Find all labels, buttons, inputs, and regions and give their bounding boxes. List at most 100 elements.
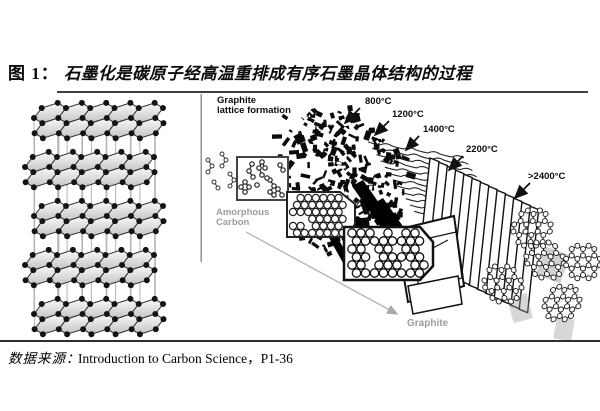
carbon-atom-dot	[136, 135, 143, 142]
carbon-atom-dot	[31, 130, 38, 137]
carbon-atom-dot	[78, 252, 85, 258]
carbon-atom-dot	[31, 326, 38, 333]
carbon-atom-dot	[143, 262, 150, 268]
carbon-atom-dot	[151, 169, 158, 176]
carbon-atom-dot	[104, 130, 111, 137]
carbon-atom-dot	[104, 228, 111, 235]
carbon-atom-dot	[128, 311, 134, 317]
carbon-atom-dot	[102, 154, 109, 160]
carbon-atom-dot	[127, 184, 134, 191]
carbon-atom-dot	[103, 184, 110, 191]
carbon-atom-dot	[135, 203, 142, 209]
carbon-atom-dot	[142, 148, 149, 155]
carbon-atom-dot	[151, 197, 158, 204]
carbon-atom-dot	[104, 326, 111, 333]
carbon-atom-dot	[87, 316, 94, 323]
carbon-atom-dot	[103, 197, 110, 204]
carbon-atom-dot	[63, 105, 69, 111]
carbon-atom-dot	[151, 267, 158, 274]
carbon-atom-dot	[31, 311, 37, 317]
carbon-atom-dot	[160, 105, 166, 111]
carbon-atom-dot	[46, 179, 53, 186]
carbon-atom-dot	[39, 135, 46, 142]
graphite-label: Graphite	[407, 318, 449, 329]
lattice-layer	[22, 148, 158, 191]
carbon-atom-dot	[79, 282, 86, 289]
carbon-atom-dot	[31, 228, 38, 235]
carbon-atom-dot	[63, 218, 70, 225]
carbon-atom-dot	[39, 316, 46, 323]
carbon-atom-dot	[119, 179, 126, 186]
carbon-atom-dot	[136, 218, 143, 225]
carbon-atom-dot	[87, 120, 94, 127]
temperature-arrow	[513, 182, 531, 200]
carbon-atom-dot	[79, 115, 86, 121]
carbon-atom-dot	[143, 277, 150, 284]
carbon-atom-dot	[127, 282, 134, 289]
graphite-lattice-diagram	[22, 99, 167, 338]
carbon-atom-dot	[103, 282, 110, 289]
carbon-atom-dot	[45, 148, 52, 155]
carbon-atom-dot	[112, 120, 118, 127]
carbon-atom-dot	[136, 331, 143, 338]
temperature-arrow	[373, 120, 390, 137]
carbon-atom-dot	[95, 277, 102, 284]
carbon-atom-dot	[30, 267, 37, 274]
carbon-atom-dot	[151, 252, 157, 258]
carbon-atom-dot	[87, 105, 94, 111]
inset-box-rings-large	[342, 225, 449, 282]
carbon-atom-dot	[103, 311, 110, 317]
inset-box-molecules	[205, 151, 289, 201]
carbon-atom-dot	[88, 331, 95, 338]
carbon-atom-dot	[22, 262, 28, 268]
carbon-atom-dot	[127, 197, 134, 204]
carbon-atom-dot	[55, 326, 62, 333]
carbon-atom-dot	[30, 184, 37, 191]
carbon-atom-dot	[128, 228, 135, 235]
carbon-atom-dot	[55, 184, 62, 191]
carbon-atom-dot	[31, 115, 37, 121]
carbon-atom-dot	[88, 135, 95, 142]
carbon-atom-dot	[151, 154, 157, 160]
carbon-atom-dot	[160, 316, 167, 323]
carbon-atom-dot	[127, 169, 134, 176]
carbon-atom-dot	[160, 203, 166, 209]
carbon-atom-dot	[55, 228, 62, 235]
carbon-atom-dot	[103, 267, 109, 274]
carbon-atom-dot	[112, 135, 119, 142]
carbon-atom-dot	[54, 252, 60, 258]
carbon-atom-dot	[69, 148, 76, 155]
carbon-atom-dot	[70, 262, 77, 268]
temperature-arrow	[343, 107, 361, 125]
carbon-atom-dot	[63, 301, 69, 307]
carbon-atom-dot	[112, 233, 119, 240]
carbon-atom-dot	[64, 233, 71, 240]
temperature-label: 800°C	[365, 96, 392, 107]
carbon-atom-dot	[152, 213, 159, 219]
carbon-atom-dot	[119, 277, 126, 284]
carbon-atom-dot	[64, 331, 71, 338]
carbon-atom-dot	[126, 252, 133, 258]
carbon-atom-dot	[79, 213, 86, 219]
carbon-atom-dot	[38, 301, 45, 307]
carbon-atom-dot	[112, 331, 119, 338]
graphite-pointer-arrow	[245, 231, 399, 315]
carbon-atom-dot	[126, 154, 133, 160]
lattice-layer	[22, 246, 158, 289]
carbon-atom-dot	[152, 130, 159, 137]
temperature-label: 1400°C	[423, 124, 455, 135]
carbon-atom-dot	[39, 331, 46, 338]
carbon-atom-dot	[111, 203, 118, 209]
carbon-atom-dot	[119, 164, 125, 170]
carbon-atom-dot	[143, 179, 150, 186]
graphite-lattice-formation-label: Graphite	[217, 95, 256, 106]
carbon-atom-dot	[55, 213, 62, 219]
carbon-atom-dot	[127, 99, 134, 106]
carbon-atom-dot	[29, 154, 36, 160]
temperature-label: >2400°C	[528, 171, 565, 182]
carbon-atom-dot	[103, 169, 109, 176]
carbon-atom-dot	[78, 99, 85, 106]
carbon-atom-dot	[160, 301, 166, 307]
carbon-atom-dot	[55, 130, 62, 137]
